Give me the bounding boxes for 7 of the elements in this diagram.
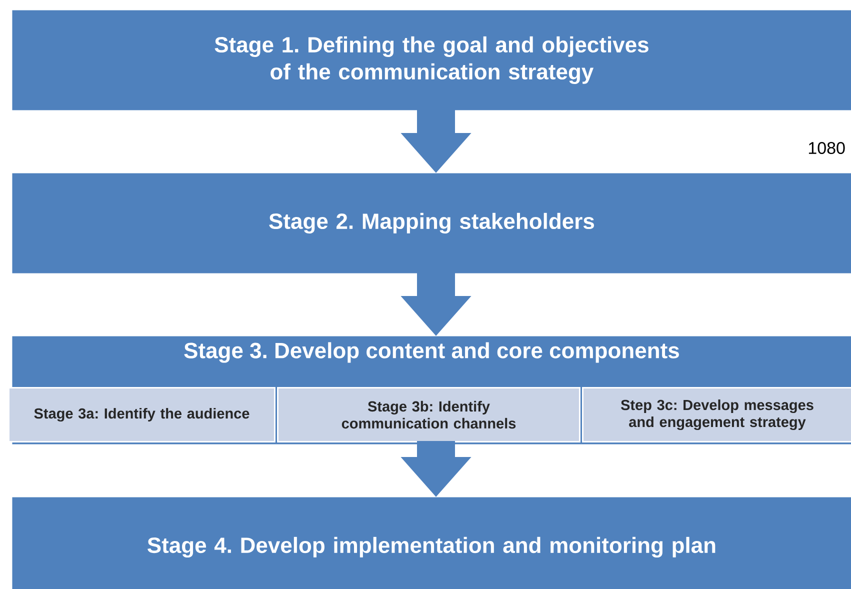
stage-box: Stage 4. Develop implementation and monitoring plan	[12, 497, 851, 589]
substage-box: Step 3c: Develop messages and engagement strategy	[582, 387, 851, 442]
substage-box: Stage 3b: Identify communication channels	[277, 387, 580, 442]
stage-box: Stage 2. Mapping stakeholders	[12, 173, 851, 274]
page-number: 1080	[808, 142, 845, 154]
substage-box: Stage 3a: Identify the audience	[8, 387, 276, 442]
stage-box: Stage 1. Defining the goal and objectives of the communication strategy	[12, 10, 851, 110]
